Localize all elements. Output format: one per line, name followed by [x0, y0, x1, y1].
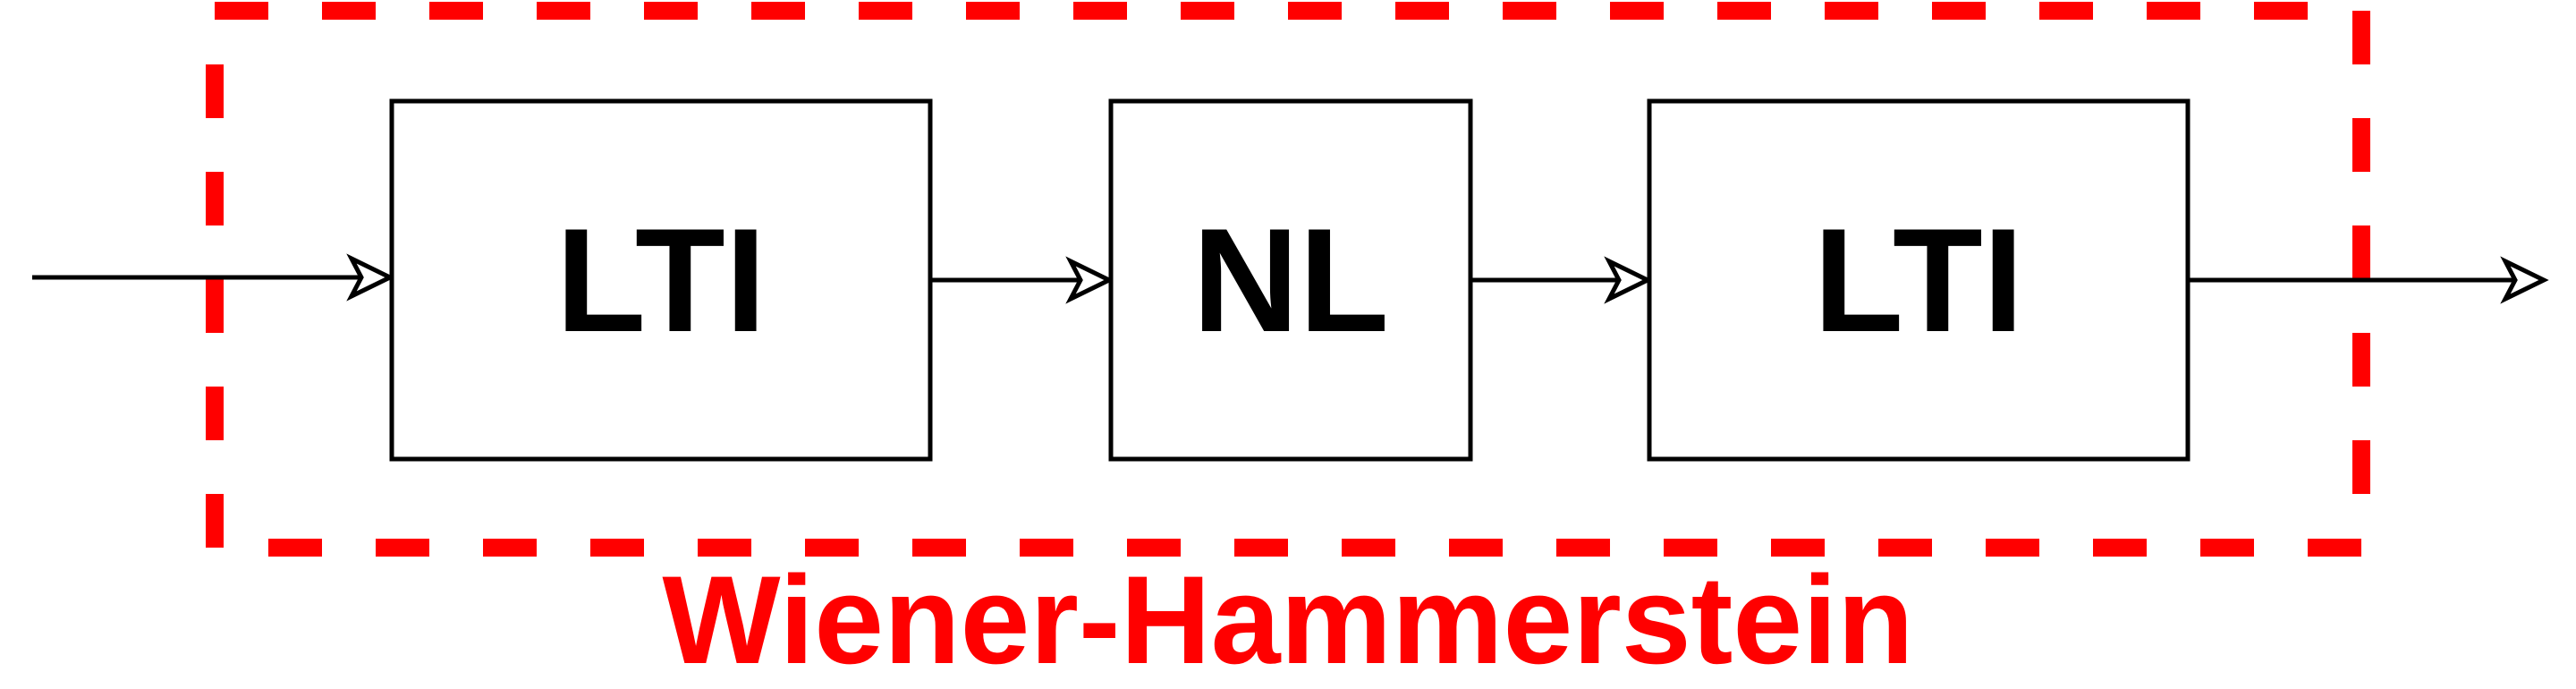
group-border [206, 2, 2370, 557]
block-lti-1: LTI [389, 98, 933, 462]
block-nl-label: NL [1192, 198, 1389, 362]
block-lti-2: LTI [1647, 98, 2190, 462]
block-nl-box [1108, 98, 1473, 462]
block-lti-1-label: LTI [555, 198, 766, 362]
connector-lti-1-to-nl-arrow-icon [1065, 256, 1114, 304]
group-label: Wiener-Hammerstein [662, 549, 1913, 689]
input-arrow-icon [346, 253, 395, 302]
connector-nl-to-lti-2-arrow-icon [1604, 256, 1653, 304]
output-arrow-icon [2500, 256, 2549, 304]
block-nl: NL [1108, 98, 1473, 462]
block-lti-2-label: LTI [1813, 198, 2023, 362]
block-lti-1-box [389, 98, 933, 462]
